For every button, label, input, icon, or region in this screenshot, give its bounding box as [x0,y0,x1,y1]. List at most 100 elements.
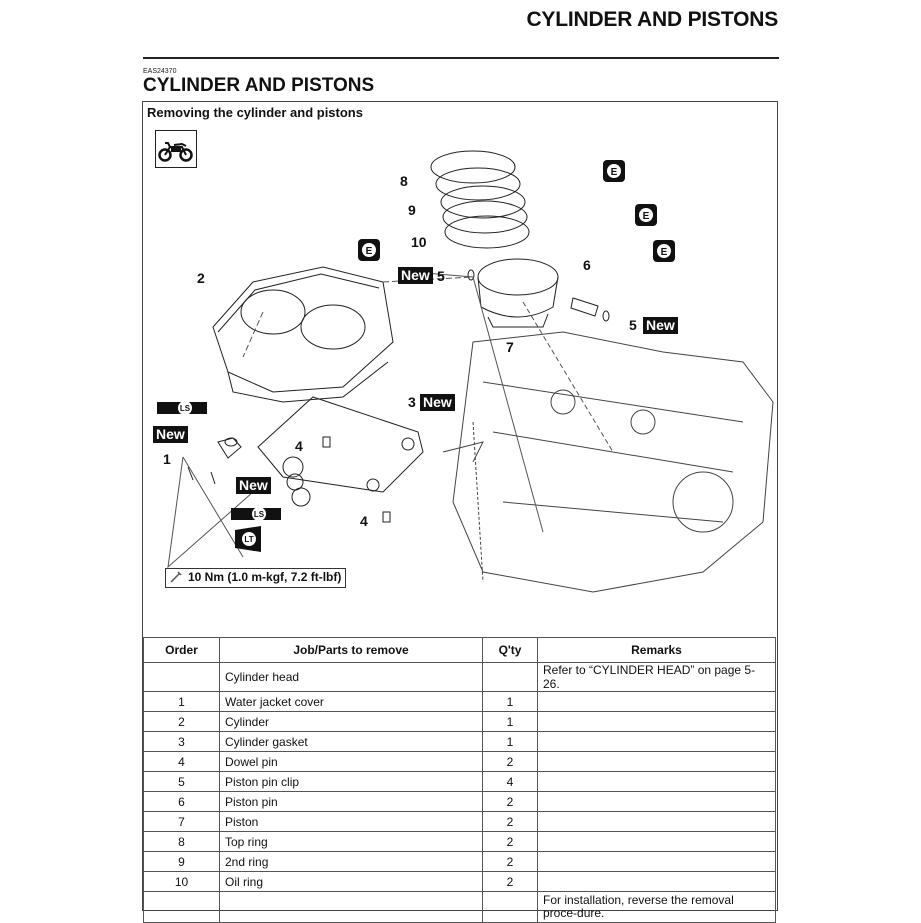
cell-qty: 2 [482,851,538,872]
piston-pin [570,297,599,317]
cell-qty: 1 [482,711,538,732]
exploded-diagram: E E E E LS LS LT [157,150,774,593]
cell-order: 4 [143,751,220,772]
callout-5-right: 5 [629,317,637,333]
oil-ring-1 [440,185,526,219]
cell-part: Water jacket cover [219,691,483,712]
cell-qty: 2 [482,871,538,892]
wrench-icon [170,571,182,583]
cell-order: 5 [143,771,220,792]
svg-text:LS: LS [180,404,191,413]
grease-symbols: LS LS [157,401,281,521]
callout-4-lower: 4 [360,513,368,529]
cell-part: Piston pin [219,791,483,812]
cell-order: 10 [143,871,220,892]
locking-agent-symbol: LT [235,526,261,552]
new-tag-clip-left: New [398,267,433,284]
cell-order: 3 [143,731,220,752]
cell-remarks [537,831,776,852]
cell-order: 8 [143,831,220,852]
callout-2: 2 [197,270,205,286]
motorcycle-icon [155,130,197,168]
torque-spec: 10 Nm (1.0 m-kgf, 7.2 ft-lbf) [165,568,347,588]
cell-qty: 2 [482,811,538,832]
running-head: CYLINDER AND PISTONS [526,8,778,31]
cell-part: 2nd ring [219,851,483,872]
header-qty: Q'ty [482,637,538,663]
cell-order [143,891,220,923]
callout-9: 9 [408,202,416,218]
cell-part: Dowel pin [219,751,483,772]
cell-remarks: For installation, reverse the removal pr… [537,891,776,923]
cell-order: 1 [143,691,220,712]
cylinder-block [212,266,394,403]
new-tag-clip-right: New [643,317,678,334]
svg-text:LT: LT [244,535,253,544]
cell-remarks [537,771,776,792]
section-code: EAS24370 [143,68,177,75]
cell-qty: 1 [482,731,538,752]
figure-title: Removing the cylinder and pistons [147,105,363,120]
callout-7: 7 [506,339,514,355]
cell-order: 6 [143,791,220,812]
cell-part: Cylinder [219,711,483,732]
parts-table: Order Job/Parts to remove Q'ty Remarks C… [143,637,776,923]
cell-remarks [537,791,776,812]
cell-remarks: Refer to “CYLINDER HEAD” on page 5-26. [537,662,776,692]
callout-3: 3 [408,394,416,410]
cell-qty: 2 [482,791,538,812]
piston [477,258,559,328]
cell-order: 9 [143,851,220,872]
cell-order: 7 [143,811,220,832]
cell-part: Piston [219,811,483,832]
cell-part: Piston pin clip [219,771,483,792]
oil-ring-3 [444,215,530,249]
cell-order [143,662,220,692]
cell-part: Oil ring [219,871,483,892]
header-rule [143,57,779,59]
callout-4-upper: 4 [295,438,303,454]
cylinder-gasket [257,396,424,493]
cell-qty: 2 [482,751,538,772]
cell-qty [482,891,538,923]
svg-text:E: E [643,211,650,222]
callout-6: 6 [583,257,591,273]
callout-1: 1 [163,451,171,467]
table-header-row: Order Job/Parts to remove Q'ty Remarks [143,637,776,663]
section-title: CYLINDER AND PISTONS [143,75,375,96]
oil-ring-2 [442,200,528,234]
top-ring [430,150,516,184]
cell-part: Cylinder head [219,662,483,692]
dowel-pin-upper [322,436,331,448]
svg-text:LS: LS [254,510,265,519]
table-row: For installation, reverse the removal pr… [143,891,776,923]
cell-qty: 1 [482,691,538,712]
cell-remarks [537,751,776,772]
cell-remarks [537,711,776,732]
piston-pin-clip-left [467,269,475,281]
callout-8: 8 [400,173,408,189]
new-tag-oring: New [236,477,271,494]
dowel-pin-lower [382,511,391,523]
cell-remarks [537,691,776,712]
callout-10: 10 [411,234,427,250]
svg-text:E: E [366,246,373,257]
cell-order: 2 [143,711,220,732]
svg-text:E: E [661,247,668,258]
cell-remarks [537,851,776,872]
new-tag-water-jacket-oring: New [153,426,188,443]
new-tag-gasket: New [420,394,455,411]
header-order: Order [143,637,220,663]
cell-part: Cylinder gasket [219,731,483,752]
cell-part [219,891,483,923]
